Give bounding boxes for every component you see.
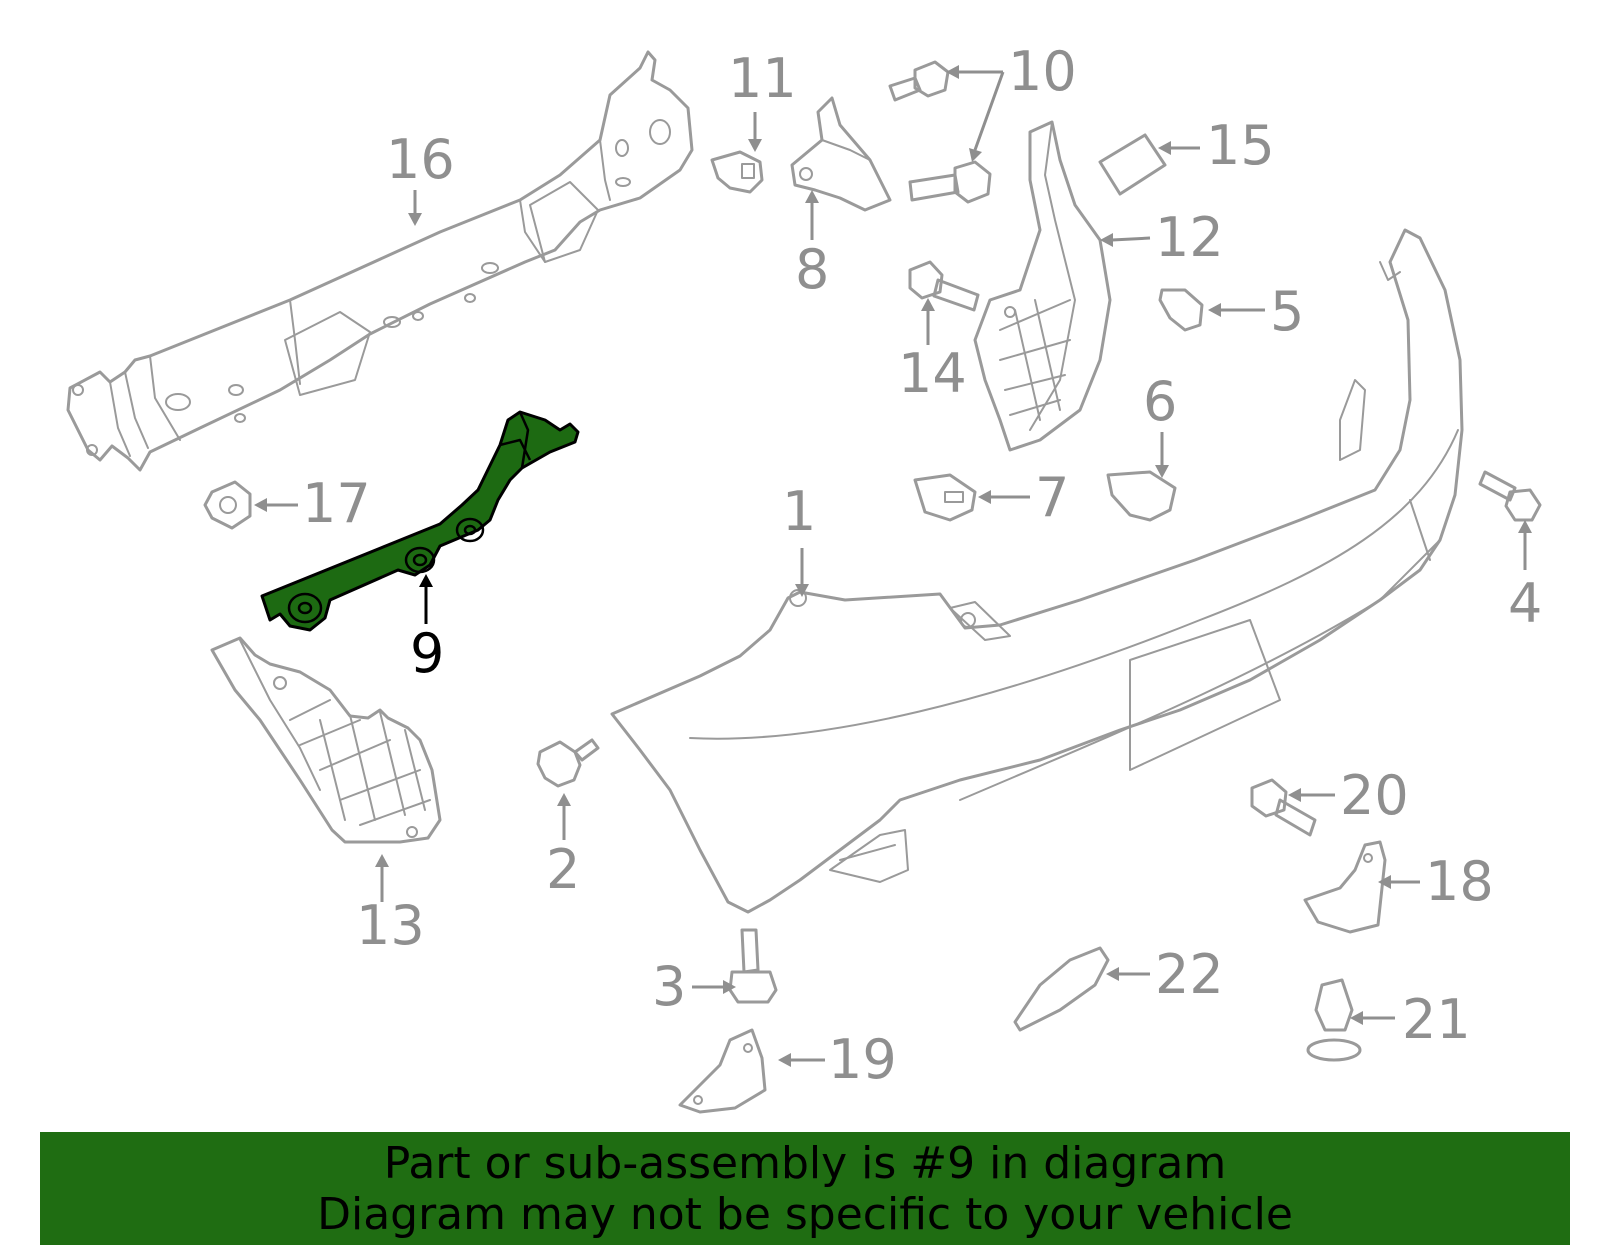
callout-17: 17 <box>302 472 371 535</box>
part-20-bolt <box>1250 778 1317 837</box>
callout-21: 21 <box>1402 988 1471 1051</box>
callout-12: 12 <box>1155 206 1224 269</box>
part-4-bolt <box>1478 470 1542 522</box>
part-11-clip <box>710 150 764 194</box>
banner-line-part-number: Part or sub-assembly is #9 in diagram <box>383 1138 1227 1189</box>
info-banner: Part or sub-assembly is #9 in diagram Di… <box>40 1132 1570 1245</box>
callout-14: 14 <box>898 342 967 405</box>
callout-1: 1 <box>782 480 816 543</box>
part-16-reinforcement-beam <box>66 50 694 472</box>
part-22-cover <box>1013 946 1110 1032</box>
part-9-bracket-highlighted <box>260 410 580 632</box>
part-14-bolt <box>908 260 980 312</box>
part-2-pin <box>536 738 600 788</box>
callout-8: 8 <box>795 238 829 301</box>
part-17-nut <box>203 480 252 530</box>
part-18-bracket <box>1303 840 1387 934</box>
callout-9: 9 <box>410 622 444 685</box>
part-7-clip <box>913 473 977 522</box>
callout-11: 11 <box>728 47 797 110</box>
callout-4: 4 <box>1508 572 1542 635</box>
callout-7: 7 <box>1035 466 1069 529</box>
callout-2: 2 <box>546 838 580 901</box>
part-13-left-bracket <box>210 636 442 844</box>
callout-5: 5 <box>1270 280 1304 343</box>
callout-16: 16 <box>386 128 455 191</box>
callout-13: 13 <box>356 894 425 957</box>
part-5-clip <box>1158 288 1204 332</box>
part-19-bracket <box>678 1028 767 1114</box>
part-8-bracket <box>790 96 892 212</box>
part-10-bolts <box>888 60 992 204</box>
part-6-clip <box>1106 470 1177 522</box>
callout-15: 15 <box>1206 114 1275 177</box>
callout-18: 18 <box>1425 850 1494 913</box>
part-12-right-bracket <box>973 120 1112 452</box>
part-15-pad <box>1098 133 1167 196</box>
callout-6: 6 <box>1143 370 1177 433</box>
callout-10: 10 <box>1008 40 1077 103</box>
part-1-bumper-cover <box>610 228 1464 914</box>
callout-20: 20 <box>1340 764 1409 827</box>
callout-19: 19 <box>828 1028 897 1091</box>
part-21-clip <box>1306 978 1362 1062</box>
part-3-bolt <box>728 928 778 1004</box>
banner-line-disclaimer: Diagram may not be specific to your vehi… <box>317 1189 1293 1240</box>
callout-22: 22 <box>1155 943 1224 1006</box>
callout-3: 3 <box>652 955 686 1018</box>
callout-arrows <box>254 65 1532 1067</box>
callout-labels: 1 2 3 4 5 6 7 8 9 10 11 12 13 14 15 16 1… <box>302 40 1542 1091</box>
